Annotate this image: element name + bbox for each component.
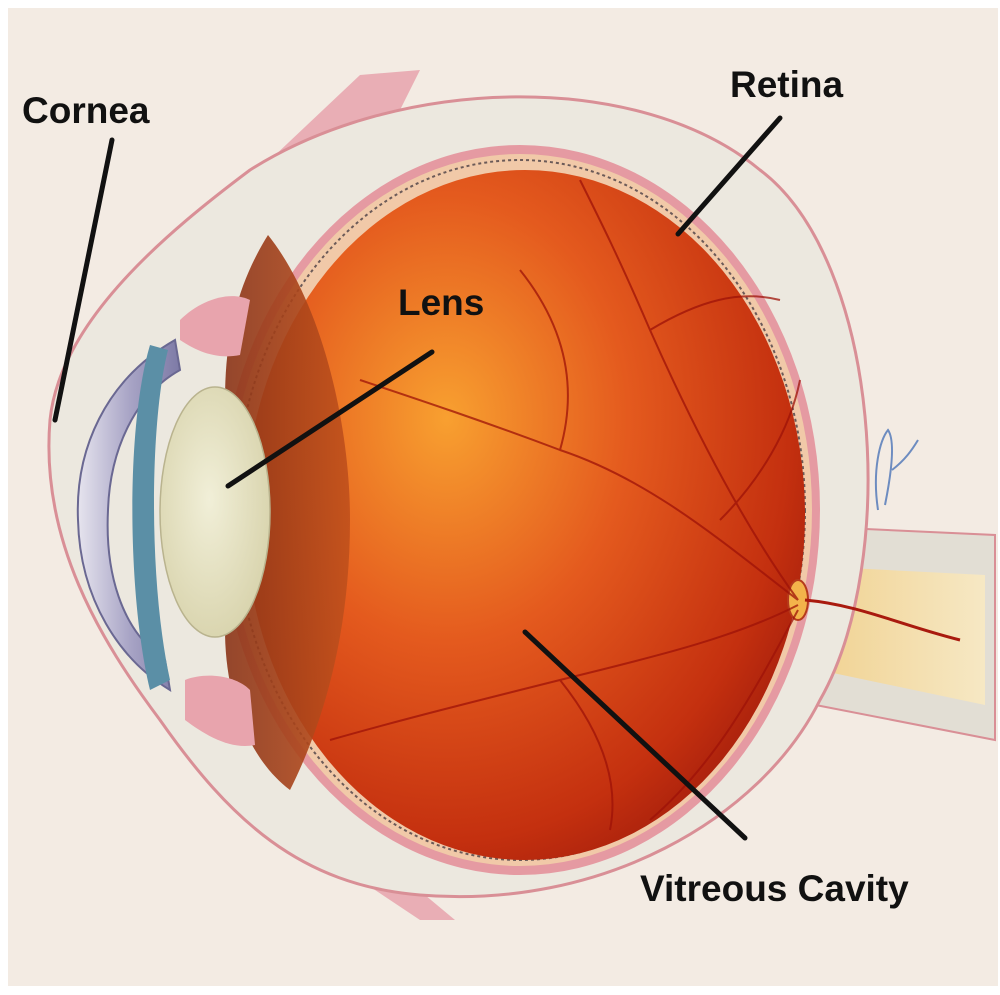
lens-label: Lens (398, 284, 484, 321)
vitreous-cavity-label: Vitreous Cavity (640, 870, 909, 907)
retina-label: Retina (730, 66, 843, 103)
cornea-label: Cornea (22, 92, 149, 129)
lens (160, 387, 270, 637)
